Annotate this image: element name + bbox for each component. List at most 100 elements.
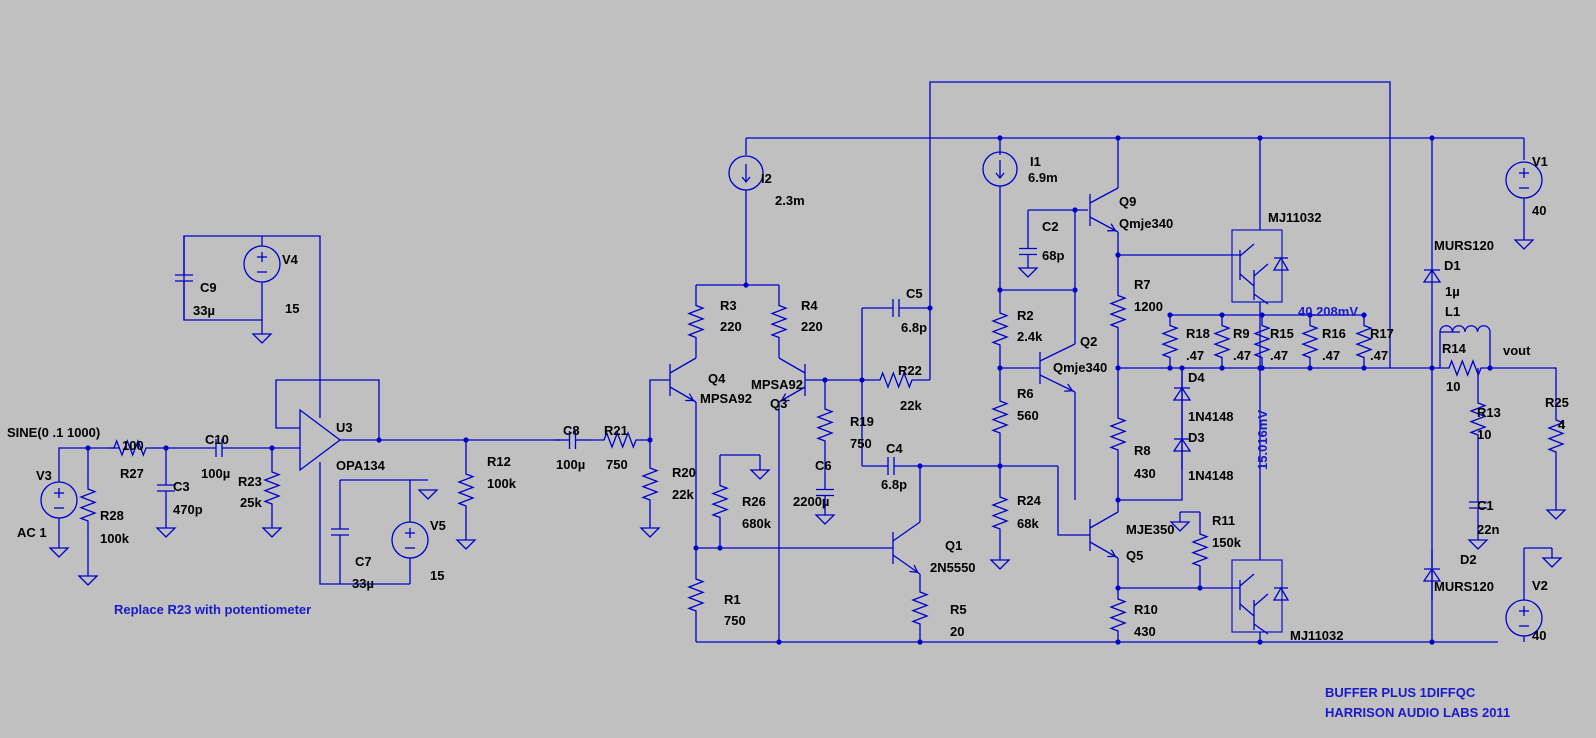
- c5-capacitor: [862, 299, 930, 317]
- ground-triangle: [1545, 509, 1567, 520]
- ql-darlington: [1231, 559, 1290, 635]
- r26-value: 680k: [742, 516, 772, 531]
- zigzag: [991, 466, 1009, 560]
- q2-transistor: [1039, 343, 1076, 393]
- q9-label: Q9: [1119, 194, 1136, 209]
- r13-value: 10: [1477, 427, 1491, 442]
- zigzag: [687, 548, 705, 642]
- emitter: [669, 386, 697, 403]
- ground-triangle: [48, 547, 70, 558]
- source-circle: [728, 155, 764, 191]
- r7-value: 1200: [1134, 299, 1163, 314]
- emitter: [1089, 216, 1119, 233]
- zigzag: [457, 440, 475, 540]
- r15-label: R15: [1270, 326, 1294, 341]
- c3-value: 470p: [173, 502, 203, 517]
- flyback-diode: [1272, 256, 1290, 271]
- c9-label: C9: [200, 280, 217, 295]
- r18-resistor: [1161, 315, 1179, 368]
- r12-resistor: [457, 440, 475, 540]
- d4-diode: [1172, 368, 1192, 420]
- emitter-arrow: [1064, 383, 1074, 392]
- r27-resistor: [110, 439, 150, 457]
- ground-triangle: [1169, 521, 1191, 532]
- r2-resistor: [991, 290, 1009, 368]
- zigzag: [590, 431, 650, 449]
- wire: [58, 447, 120, 482]
- q3-transistor: [778, 357, 806, 403]
- u3-value: OPA134: [336, 458, 386, 473]
- wires: [58, 81, 1557, 645]
- r9-value: .47: [1233, 348, 1251, 363]
- r19-value: 750: [850, 436, 872, 451]
- emitter-arrow: [1107, 223, 1117, 232]
- emitter: [778, 386, 806, 403]
- c2: [1253, 593, 1269, 607]
- d3-value: 1N4148: [1188, 468, 1234, 483]
- ground-symbol: [1467, 539, 1489, 550]
- d1-label: D1: [1444, 258, 1461, 273]
- zigzag: [862, 371, 930, 389]
- v2-label: V2: [1532, 578, 1548, 593]
- diode-body: [1172, 437, 1192, 452]
- r6-resistor: [991, 368, 1009, 466]
- qu-darlington: [1231, 229, 1290, 305]
- r8-label: R8: [1134, 443, 1151, 458]
- v1-value: 40: [1532, 203, 1546, 218]
- r7-label: R7: [1134, 277, 1151, 292]
- zigzag: [1547, 392, 1565, 480]
- zigzag: [1469, 368, 1487, 470]
- d2-label: D2: [1460, 552, 1477, 567]
- darlington-box: [1231, 559, 1283, 633]
- vout-label: vout: [1503, 343, 1531, 358]
- ground-triangle: [1017, 267, 1039, 278]
- ground-triangle: [814, 514, 836, 525]
- r8-resistor: [1109, 368, 1127, 500]
- c4-capacitor: [862, 457, 920, 475]
- c6-value: 2200µ: [793, 494, 829, 509]
- d1-diode: [1422, 252, 1442, 300]
- wire: [319, 462, 410, 585]
- c6-label: C6: [815, 458, 832, 473]
- ground-symbol: [455, 539, 477, 550]
- ground-symbol: [1513, 239, 1535, 250]
- ground-triangle: [1541, 557, 1563, 568]
- ground-symbol: [1541, 557, 1563, 568]
- ground-symbol: [1545, 509, 1567, 520]
- r17-value: .47: [1370, 348, 1388, 363]
- r20-label: R20: [672, 465, 696, 480]
- junction-dot: [776, 639, 782, 645]
- ground-symbol: [814, 514, 836, 525]
- c7-label: C7: [355, 554, 372, 569]
- emitter: [1089, 541, 1119, 559]
- ground-symbol: [417, 489, 439, 500]
- q2-label: Q2: [1080, 334, 1097, 349]
- r23-value: 25k: [240, 495, 262, 510]
- c1-capacitor: [1469, 470, 1487, 540]
- qu-value: MJ11032: [1268, 210, 1322, 225]
- c4-label: C4: [886, 441, 903, 456]
- zigzag: [1253, 315, 1271, 368]
- junction-dot: [1072, 207, 1078, 213]
- r5-resistor: [911, 574, 929, 642]
- r24-value: 68k: [1017, 516, 1039, 531]
- c9-value: 33µ: [193, 303, 215, 318]
- d1-value: MURS120: [1434, 238, 1494, 253]
- c2-capacitor: [1019, 235, 1037, 268]
- ground-symbol: [48, 547, 70, 558]
- wire: [1057, 466, 1090, 536]
- c3-capacitor: [157, 448, 175, 528]
- r3-label: R3: [720, 298, 737, 313]
- v3-source: [40, 481, 78, 519]
- v5-value: 15: [430, 568, 444, 583]
- wire: [929, 81, 1391, 380]
- meas-mid: 15.016mV: [1255, 410, 1270, 470]
- zigzag: [1109, 588, 1127, 642]
- r4-resistor: [770, 285, 788, 358]
- zigzag: [1109, 255, 1127, 368]
- zigzag: [911, 574, 929, 642]
- c6-capacitor: [816, 470, 834, 515]
- zigzag: [1191, 512, 1209, 588]
- ground-triangle: [749, 469, 771, 480]
